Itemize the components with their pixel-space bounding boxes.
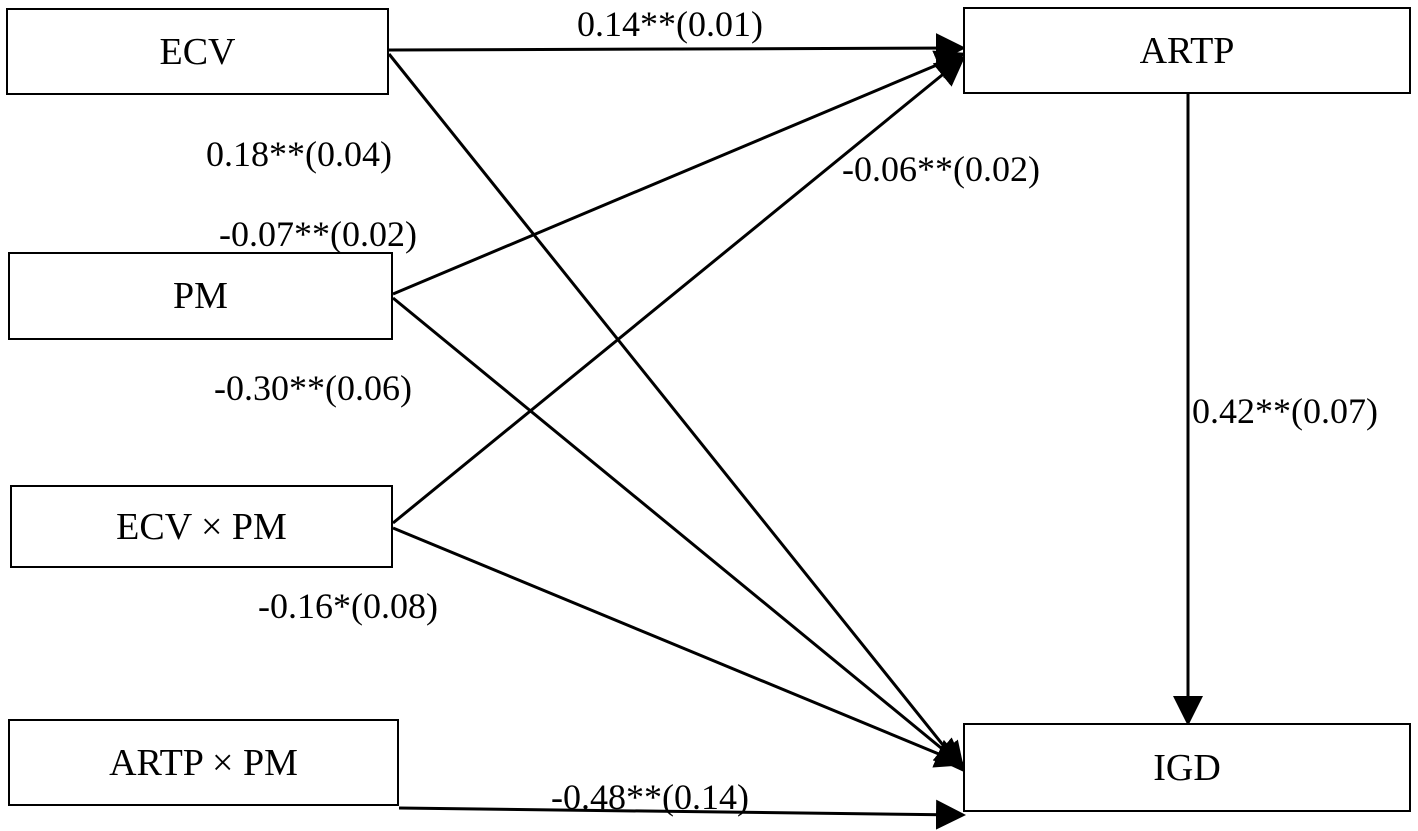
- node-igd: IGD: [963, 723, 1411, 812]
- edge-ecvpm-to-igd: [392, 526, 966, 768]
- edge-pm-to-artp: [392, 50, 966, 296]
- node-artp: ARTP: [963, 7, 1411, 94]
- label-artp-igd: 0.42**(0.07): [1192, 391, 1378, 431]
- label-pm-artp: -0.07**(0.02): [219, 214, 417, 254]
- node-ecv: ECV: [6, 8, 389, 95]
- node-igd-label: IGD: [1153, 746, 1221, 789]
- node-ecv-x-pm-label: ECV × PM: [116, 505, 287, 548]
- edge-artppm-to-igd: [398, 799, 966, 830]
- label-pm-igd: -0.30**(0.06): [214, 368, 412, 408]
- node-pm: PM: [8, 252, 393, 340]
- node-ecv-label: ECV: [159, 30, 236, 73]
- edge-pm-to-igd: [392, 296, 966, 768]
- edge-ecvpm-to-artp: [392, 56, 966, 525]
- node-ecv-x-pm: ECV × PM: [10, 485, 393, 568]
- node-artp-x-pm-label: ARTP × PM: [109, 741, 298, 784]
- label-ecv-igd: 0.18**(0.04): [206, 134, 392, 174]
- label-ecvpm-igd: -0.16*(0.08): [258, 586, 438, 626]
- edge-ecv-to-artp: [388, 33, 966, 64]
- node-artp-x-pm: ARTP × PM: [8, 719, 399, 806]
- label-artppm-igd: -0.48**(0.14): [551, 777, 749, 817]
- label-ecvpm-artp: -0.06**(0.02): [842, 149, 1040, 189]
- node-pm-label: PM: [173, 275, 228, 317]
- label-ecv-artp: 0.14**(0.01): [577, 4, 763, 44]
- node-artp-label: ARTP: [1139, 29, 1235, 72]
- edge-ecv-to-igd: [387, 53, 965, 773]
